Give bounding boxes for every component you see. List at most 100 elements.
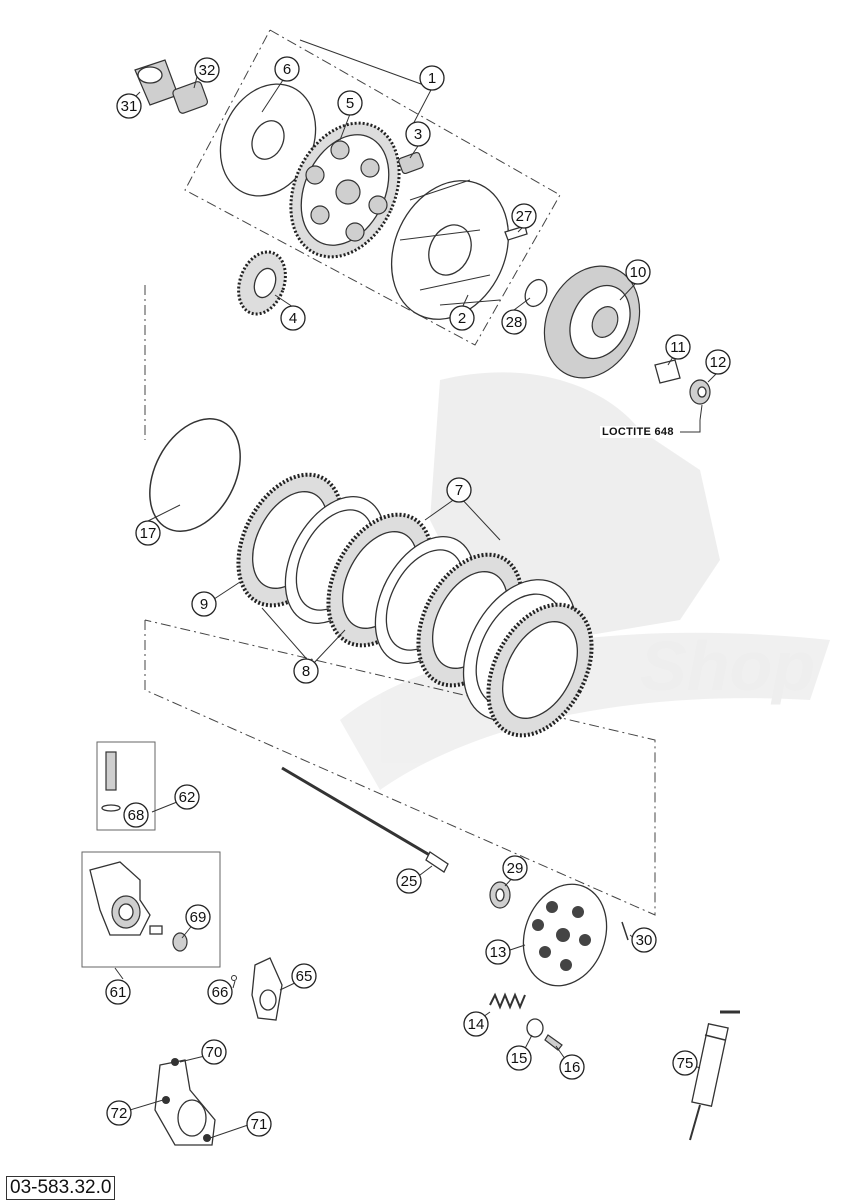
callout-4: 4 (280, 305, 306, 331)
spacer-bush-part (398, 151, 424, 175)
kickstart-gear-part (237, 250, 287, 316)
callout-3: 3 (405, 121, 431, 147)
callout-61: 61 (105, 979, 131, 1005)
push-rod-part (281, 766, 449, 873)
bleeder-screw-part (101, 751, 121, 812)
callout-68: 68 (123, 802, 149, 828)
cylinder-seal-part (172, 932, 188, 952)
spring-screw-part (544, 1034, 563, 1051)
callout-1: 1 (419, 65, 445, 91)
watermark-text: Shop (640, 627, 815, 705)
loctite-note: LOCTITE 648 (600, 426, 676, 438)
callout-75: 75 (672, 1050, 698, 1076)
svg-text:32: 32 (199, 62, 216, 79)
svg-text:62: 62 (179, 789, 196, 806)
bush-part (134, 59, 179, 106)
svg-text:4: 4 (289, 310, 297, 327)
callout-32: 32 (194, 57, 220, 83)
callout-13: 13 (485, 939, 511, 965)
svg-text:5: 5 (346, 95, 354, 112)
callout-28: 28 (501, 309, 527, 335)
callout-27: 27 (511, 203, 537, 229)
o-ring-part (149, 418, 241, 532)
svg-text:70: 70 (206, 1044, 223, 1061)
washer-part (524, 278, 548, 308)
svg-text:68: 68 (128, 807, 145, 824)
rivet-part (504, 225, 528, 241)
svg-text:2: 2 (458, 310, 466, 327)
clutch-spring-part (489, 992, 526, 1010)
callout-7: 7 (446, 477, 472, 503)
svg-text:27: 27 (516, 208, 533, 225)
svg-text:15: 15 (511, 1050, 528, 1067)
svg-text:10: 10 (630, 264, 647, 281)
svg-text:65: 65 (296, 968, 313, 985)
svg-text:7: 7 (455, 482, 463, 499)
primary-gear-part (289, 121, 401, 259)
svg-text:6: 6 (283, 61, 291, 78)
grease-syringe-part (689, 1010, 740, 1141)
svg-text:3: 3 (414, 126, 422, 143)
svg-text:75: 75 (677, 1055, 694, 1072)
callout-16: 16 (559, 1054, 585, 1080)
svg-text:69: 69 (190, 909, 207, 926)
svg-text:72: 72 (111, 1105, 128, 1122)
spring-washer-part (526, 1018, 544, 1038)
callout-25: 25 (396, 868, 422, 894)
callout-17: 17 (135, 520, 161, 546)
callout-70: 70 (201, 1039, 227, 1065)
slave-cylinder-box (81, 851, 221, 968)
callout-2: 2 (449, 305, 475, 331)
loctite-leader (680, 404, 703, 433)
callout-69: 69 (185, 904, 211, 930)
callout-8: 8 (293, 658, 319, 684)
clutch-hub-part (543, 265, 641, 379)
dowel-pin-part (231, 975, 237, 981)
release-bearing-part (489, 881, 511, 909)
svg-text:16: 16 (564, 1059, 581, 1076)
svg-text:12: 12 (710, 354, 727, 371)
svg-text:13: 13 (490, 944, 507, 961)
svg-text:28: 28 (506, 314, 523, 331)
svg-text:31: 31 (121, 98, 138, 115)
callout-65: 65 (291, 963, 317, 989)
bleeder-screw-box (96, 741, 156, 831)
callout-72: 72 (106, 1100, 132, 1126)
callout-62: 62 (174, 784, 200, 810)
callout-30: 30 (631, 927, 657, 953)
svg-text:61: 61 (110, 984, 127, 1001)
svg-text:30: 30 (636, 932, 653, 949)
clutch-plate-stack (236, 472, 594, 738)
callout-15: 15 (506, 1045, 532, 1071)
svg-text:11: 11 (670, 339, 686, 356)
pressure-cap-part (522, 883, 608, 987)
svg-text:25: 25 (401, 873, 418, 890)
callout-31: 31 (116, 93, 142, 119)
frame-clutch-basket-group (184, 29, 561, 346)
callout-71: 71 (246, 1111, 272, 1137)
frame-pushrod-group (144, 619, 656, 916)
gasket-part (251, 957, 283, 1021)
callout-66: 66 (207, 979, 233, 1005)
svg-text:8: 8 (302, 663, 310, 680)
callout-5: 5 (337, 90, 363, 116)
drawing-number: 03-583.32.0 (6, 1176, 116, 1200)
callout-14: 14 (463, 1011, 489, 1037)
callout-6: 6 (274, 56, 300, 82)
svg-text:17: 17 (140, 525, 157, 542)
callout-9: 9 (191, 591, 217, 617)
svg-text:9: 9 (200, 596, 208, 613)
callout-10: 10 (625, 259, 651, 285)
pin-part (621, 921, 629, 941)
hub-nut-part (689, 379, 711, 405)
svg-text:1: 1 (428, 70, 436, 87)
svg-text:29: 29 (507, 860, 524, 877)
svg-text:66: 66 (212, 984, 229, 1001)
callout-29: 29 (502, 855, 528, 881)
lock-washer-part (654, 359, 681, 384)
callout-11: 11 (665, 334, 691, 360)
slave-cylinder-part (89, 861, 151, 936)
cover-bracket-part (154, 1058, 216, 1146)
svg-text:71: 71 (251, 1116, 268, 1133)
